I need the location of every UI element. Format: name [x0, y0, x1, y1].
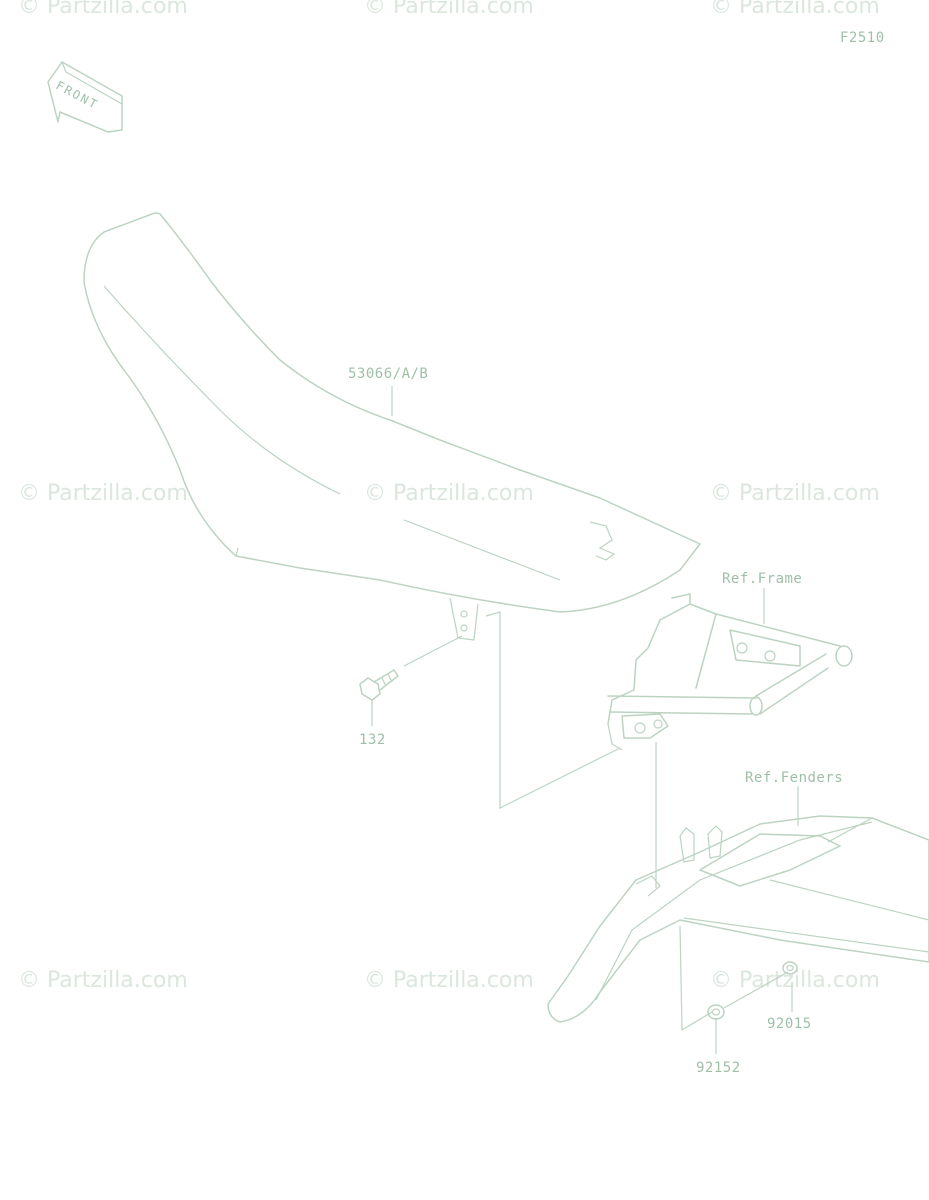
front-arrow-icon: FRONT: [47, 61, 123, 133]
watermark: © Partzilla.com: [364, 481, 534, 506]
watermark: © Partzilla.com: [710, 0, 880, 19]
part-label-collar[interactable]: 92015: [767, 1016, 812, 1032]
watermark: © Partzilla.com: [710, 481, 880, 506]
watermark: © Partzilla.com: [18, 0, 188, 19]
front-tag-label: FRONT: [54, 78, 101, 112]
part-label-washer[interactable]: 92152: [696, 1060, 741, 1076]
diagram-code: F2510: [840, 30, 885, 46]
part-label-seat[interactable]: 53066/A/B: [348, 366, 429, 382]
part-label-bolt[interactable]: 132: [359, 732, 386, 748]
bolt-132-drawing: [359, 669, 399, 701]
seat-drawing: [83, 212, 701, 641]
watermark: © Partzilla.com: [18, 968, 188, 993]
washer-92152-drawing: [707, 1004, 725, 1020]
ref-frame-label[interactable]: Ref.Frame: [722, 571, 803, 587]
ref-fenders-label[interactable]: Ref.Fenders: [745, 770, 844, 786]
watermark: © Partzilla.com: [18, 481, 188, 506]
watermark: © Partzilla.com: [364, 968, 534, 993]
watermark: © Partzilla.com: [364, 0, 534, 19]
collar-92015-drawing: [782, 961, 798, 975]
fender-drawing: [547, 815, 929, 1023]
frame-drawing: [607, 593, 853, 751]
